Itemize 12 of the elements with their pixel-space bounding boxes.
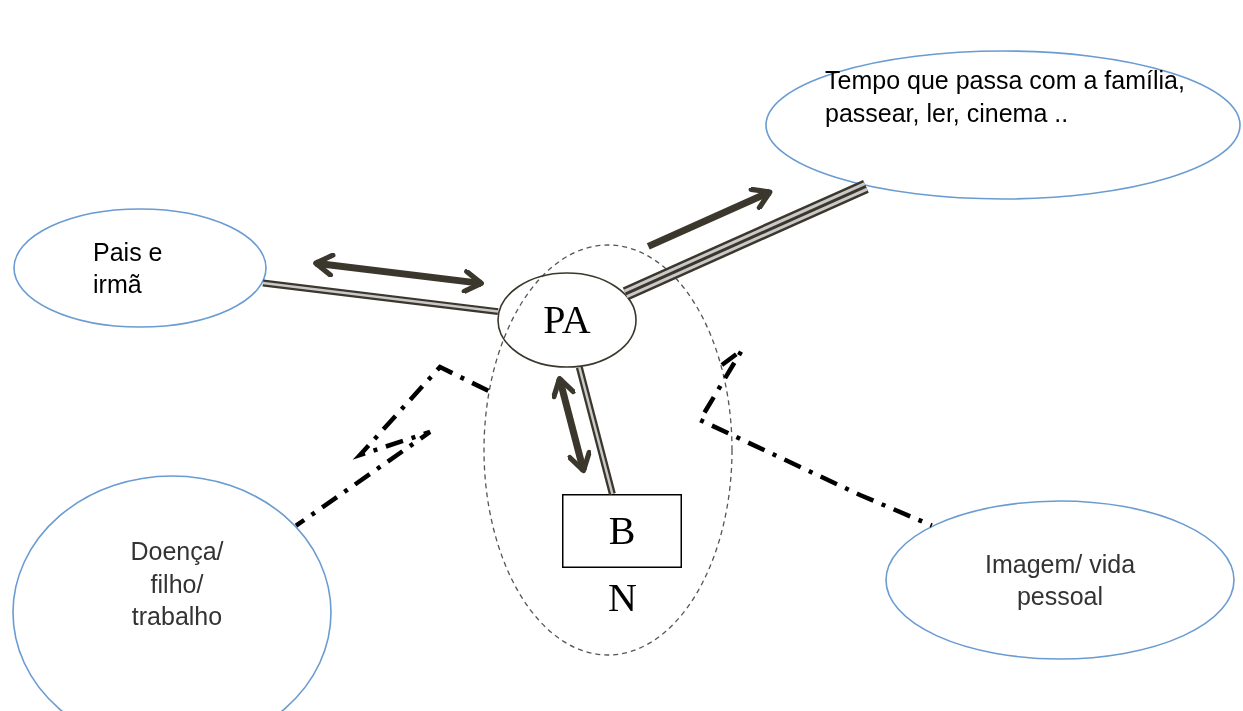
node-caption: N xyxy=(608,578,637,618)
node-label: Pais e irmã xyxy=(93,236,164,300)
ellipse-node xyxy=(13,208,267,328)
node-label: Doença/ filho/ trabalho xyxy=(129,536,225,632)
ellipse-node xyxy=(765,50,1241,200)
node-label: B xyxy=(607,511,637,551)
dashed-ellipse-group xyxy=(483,244,733,656)
ellipse-node xyxy=(885,500,1235,660)
node-label: PA xyxy=(542,300,592,340)
node-label: Tempo que passa com a família, passear, ler, cinema .. xyxy=(825,65,1186,129)
ellipse-node xyxy=(497,272,637,368)
node-label: Imagem/ vida pessoal xyxy=(983,548,1137,612)
